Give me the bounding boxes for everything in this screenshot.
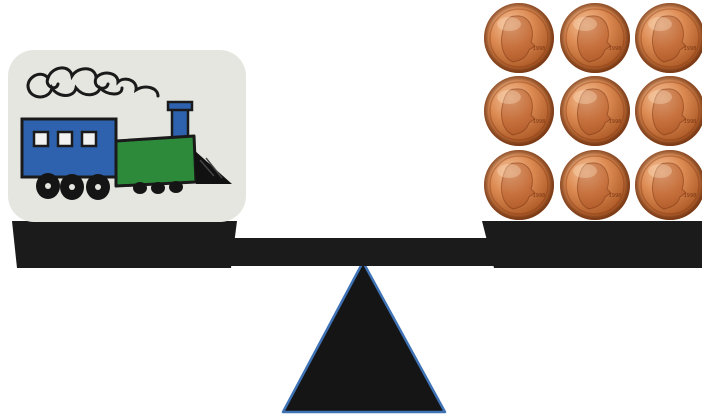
penny-coin: 1998 xyxy=(560,76,630,146)
penny-coin: 1998 xyxy=(560,3,630,73)
penny-coin: 1998 xyxy=(484,150,554,220)
penny-coin: 1998 xyxy=(635,150,702,220)
penny-year: 1998 xyxy=(533,46,546,52)
penny-year: 1998 xyxy=(533,119,546,125)
penny-coin: 1998 xyxy=(484,76,554,146)
penny-year: 1998 xyxy=(684,193,697,199)
train-engine xyxy=(116,136,196,186)
penny-coin: 1998 xyxy=(635,76,702,146)
penny-coin: 1998 xyxy=(484,3,554,73)
penny-year: 1998 xyxy=(609,46,622,52)
penny-year: 1998 xyxy=(684,46,697,52)
penny-coin: 1998 xyxy=(635,3,702,73)
penny-year: 1998 xyxy=(684,119,697,125)
penny-coin: 1998 xyxy=(560,150,630,220)
train-picture xyxy=(8,50,246,222)
fulcrum xyxy=(283,262,445,412)
penny-year: 1998 xyxy=(609,193,622,199)
train-car xyxy=(22,119,116,177)
penny-year: 1998 xyxy=(609,119,622,125)
penny-year: 1998 xyxy=(533,193,546,199)
penny-stack: 1998 1998 1998 1998 1998 1998 1998 1998 1998 xyxy=(484,3,702,220)
balance-beam xyxy=(12,221,702,268)
